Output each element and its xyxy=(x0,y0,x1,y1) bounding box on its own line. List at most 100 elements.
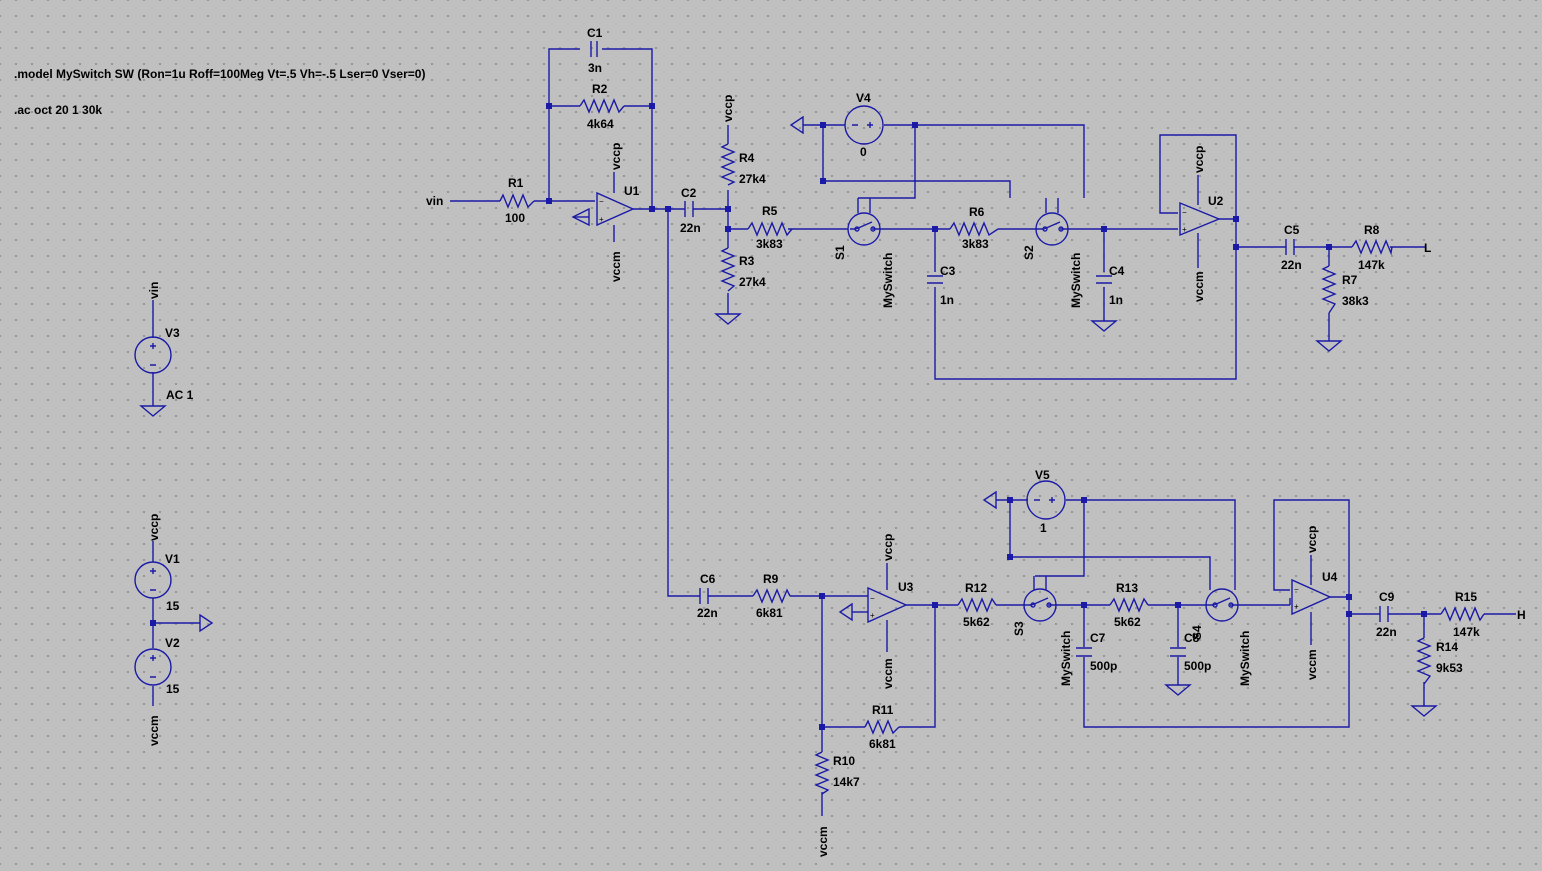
label-r12-name: R12 xyxy=(965,581,987,595)
label-v3-value: AC 1 xyxy=(166,388,194,402)
label-c8-value: 500p xyxy=(1184,659,1211,673)
switch-s4[interactable] xyxy=(1205,576,1239,622)
net-label-u2-vccm: vccm xyxy=(1192,271,1206,302)
resistor-r10[interactable] xyxy=(814,751,830,795)
opamp-u1[interactable]: −+ xyxy=(596,191,635,227)
opamp-u2[interactable]: −+ xyxy=(1179,201,1221,237)
label-u2-name: U2 xyxy=(1208,194,1224,208)
net-label-vin: vin xyxy=(426,194,443,208)
label-r12-value: 5k62 xyxy=(963,615,990,629)
resistor-r13[interactable] xyxy=(1109,597,1149,613)
svg-text:+: + xyxy=(870,611,875,620)
wires[interactable] xyxy=(152,48,1516,816)
op-amps[interactable]: −+ −+ −+ −+ xyxy=(596,191,1332,624)
label-r6-name: R6 xyxy=(969,205,985,219)
label-r6-value: 3k83 xyxy=(962,237,989,251)
label-c2-name: C2 xyxy=(681,186,697,200)
label-c6-name: C6 xyxy=(700,572,716,586)
label-r5-value: 3k83 xyxy=(756,237,783,251)
capacitor-c8[interactable] xyxy=(1170,647,1186,657)
label-r11-name: R11 xyxy=(872,703,894,717)
capacitor-c6[interactable] xyxy=(699,588,709,604)
capacitor-c5[interactable] xyxy=(1285,239,1295,255)
switch-s2[interactable] xyxy=(1035,198,1070,246)
ground-icon xyxy=(1410,705,1438,717)
resistor-r2[interactable] xyxy=(579,98,625,114)
label-s4-model: MySwitch xyxy=(1238,631,1252,686)
source-v5[interactable] xyxy=(1026,480,1066,520)
source-v4[interactable] xyxy=(844,105,884,145)
label-v4-value: 0 xyxy=(860,145,867,159)
resistor-r11[interactable] xyxy=(864,719,900,735)
voltage-sources[interactable] xyxy=(134,105,1066,686)
label-r14-name: R14 xyxy=(1436,640,1458,654)
ground-icon xyxy=(838,602,853,622)
label-v2-name: V2 xyxy=(165,636,180,650)
label-v3-name: V3 xyxy=(165,326,180,340)
switches[interactable] xyxy=(847,198,1239,622)
switch-s1[interactable] xyxy=(847,198,881,246)
label-v1-name: V1 xyxy=(165,552,180,566)
svg-text:−: − xyxy=(599,197,604,206)
label-r15-name: R15 xyxy=(1455,590,1477,604)
label-r13-value: 5k62 xyxy=(1114,615,1141,629)
label-r14-value: 9k53 xyxy=(1436,661,1463,675)
label-c1-name: C1 xyxy=(587,26,603,40)
source-v2[interactable] xyxy=(134,648,172,686)
resistor-r12[interactable] xyxy=(957,597,997,613)
label-r5-name: R5 xyxy=(762,204,778,218)
source-v1[interactable] xyxy=(134,561,172,599)
label-r11-value: 6k81 xyxy=(869,737,896,751)
label-c3-name: C3 xyxy=(940,264,956,278)
label-r1-name: R1 xyxy=(508,176,524,190)
resistor-r8[interactable] xyxy=(1351,239,1393,256)
ground-icon xyxy=(1164,684,1192,696)
resistor-r15[interactable] xyxy=(1440,606,1485,622)
label-r10-value: 14k7 xyxy=(833,775,860,789)
resistor-r3[interactable] xyxy=(720,247,736,292)
label-r7-value: 38k3 xyxy=(1342,294,1369,308)
label-r2-value: 4k64 xyxy=(587,117,614,131)
resistor-r7[interactable] xyxy=(1321,265,1337,314)
capacitor-c1[interactable] xyxy=(590,41,598,57)
label-r7-name: R7 xyxy=(1342,273,1358,287)
capacitor-c9[interactable] xyxy=(1379,606,1389,622)
label-v2-value: 15 xyxy=(166,682,180,696)
capacitor-c2[interactable] xyxy=(684,201,694,217)
resistor-r1[interactable] xyxy=(499,193,535,209)
label-v4-name: V4 xyxy=(856,91,871,105)
opamp-u4[interactable]: −+ xyxy=(1291,578,1332,616)
model-directive[interactable]: .model MySwitch SW (Ron=1u Roff=100Meg V… xyxy=(14,67,425,81)
label-v5-name: V5 xyxy=(1035,468,1050,482)
label-r10-name: R10 xyxy=(833,754,855,768)
net-label-v1-vccp: vccp xyxy=(147,514,161,541)
opamp-u3[interactable]: −+ xyxy=(867,586,908,624)
capacitor-c4[interactable] xyxy=(1096,275,1112,284)
capacitors[interactable] xyxy=(590,41,1389,657)
label-c4-name: C4 xyxy=(1109,264,1125,278)
ground-icon xyxy=(789,115,804,135)
ac-directive[interactable]: .ac oct 20 1 30k xyxy=(14,103,102,117)
resistor-r4[interactable] xyxy=(720,143,736,186)
ground-icon xyxy=(139,405,167,417)
capacitor-c7[interactable] xyxy=(1076,647,1092,657)
label-s3-name: S3 xyxy=(1012,621,1026,636)
net-label-u3-vccm: vccm xyxy=(881,658,895,689)
label-c6-value: 22n xyxy=(697,606,718,620)
capacitor-c3[interactable] xyxy=(927,275,943,284)
resistor-r5[interactable] xyxy=(747,221,793,237)
resistor-r6[interactable] xyxy=(949,221,999,237)
label-r9-name: R9 xyxy=(763,572,779,586)
switch-s3[interactable] xyxy=(1023,576,1057,622)
label-r15-value: 147k xyxy=(1453,625,1480,639)
resistor-r14[interactable] xyxy=(1416,637,1432,685)
label-s1-model: MySwitch xyxy=(881,253,895,308)
resistors[interactable] xyxy=(499,98,1485,795)
source-v3[interactable] xyxy=(134,336,172,374)
resistor-r9[interactable] xyxy=(752,588,791,604)
svg-text:+: + xyxy=(599,215,604,224)
ground-icon xyxy=(199,613,214,633)
label-c7-name: C7 xyxy=(1090,631,1106,645)
net-label-u4-vccp: vccp xyxy=(1305,526,1319,553)
